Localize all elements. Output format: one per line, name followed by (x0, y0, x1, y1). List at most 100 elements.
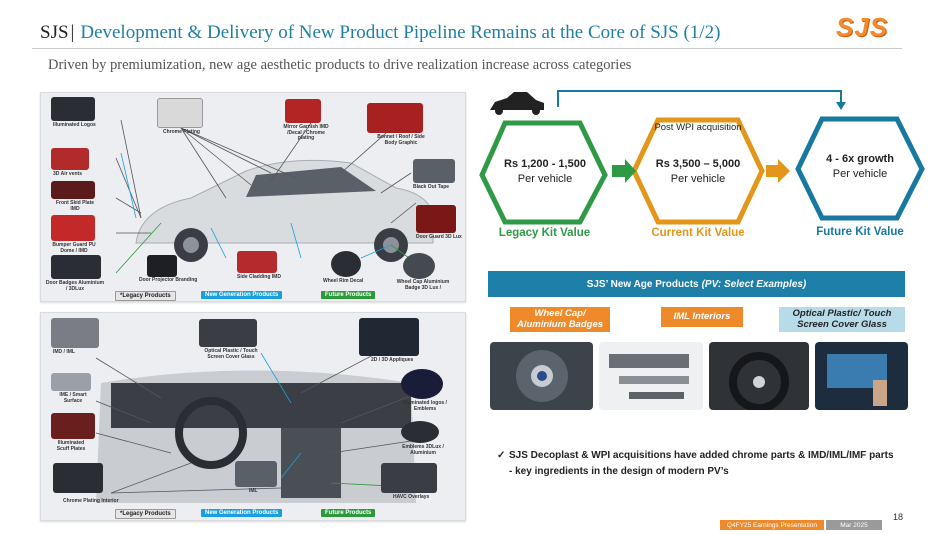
car-icon (490, 92, 544, 115)
legend-new-generation: New Generation Products (201, 291, 283, 299)
slide-subtitle: Driven by premiumization, new age aesthe… (48, 57, 632, 73)
future-kit-label: Future Kit Value (816, 226, 904, 238)
skid-plate-thumb (51, 181, 95, 199)
wheel-cap-thumb (403, 253, 435, 279)
illuminated-emblem-thumb (401, 369, 443, 399)
slide-title: SJS|Development & Delivery of New Produc… (40, 22, 720, 44)
legacy-kit-value: Rs 1,200 - 1,500 (504, 158, 586, 170)
title-brand: SJS (40, 22, 69, 43)
callout-touchscreen: Optical Plastic / Touch Screen Cover Gla… (204, 348, 258, 360)
page-number: 18 (893, 512, 904, 522)
check-icon: ✓ (497, 450, 506, 461)
callout-air-vents: 3D Air vents (53, 171, 82, 177)
wheel-cap-image (516, 350, 568, 402)
callout-illuminated-logos: Illuminated Logos (53, 122, 96, 128)
legacy-kit-text: Rs 1,200 - 1,500 Per vehicle (490, 157, 600, 187)
callout-appliques: 2D / 3D Appliques (371, 357, 414, 363)
door-guard-thumb (416, 205, 456, 233)
current-kit-value: Rs 3,500 – 5,000 (655, 158, 741, 170)
category-optical-plastic: Optical Plastic/ Touch Screen Cover Glas… (779, 307, 905, 332)
callout-havc: HAVC Overlays (393, 494, 430, 500)
callout-iml: IML (249, 488, 258, 494)
bullet-text: SJS Decoplast & WPI acquisitions have ad… (509, 450, 894, 477)
category-wheel-cap: Wheel Cap/ Aluminium Badges (510, 307, 610, 332)
new-age-header-text: SJS’ New Age Products (586, 278, 699, 290)
exterior-products-panel: Illuminated Logos 3D Air vents Front Ski… (40, 92, 466, 302)
side-cladding-thumb (237, 251, 277, 273)
future-kit-text: 4 - 6x growth Per vehicle (806, 152, 914, 182)
callout-ime: IME / Smart Surface (59, 392, 87, 404)
emblem-thumb (401, 421, 439, 443)
air-vent-thumb (51, 148, 89, 170)
legend-future: Future Products (321, 291, 376, 299)
footer-date: Mar 2025 (826, 520, 882, 530)
bonnet-graphic-thumb (367, 103, 423, 133)
new-age-products-header: SJS’ New Age Products(PV: Select Example… (488, 271, 905, 297)
projector-thumb (147, 255, 177, 277)
callout-scuff-plates: Illuminated Scuff Plates (56, 440, 86, 452)
category-iml-interiors: IML Interiors (661, 307, 743, 327)
callout-black-out-tape: Black Out Tape (413, 184, 450, 190)
callout-skid-plate: Front Skid Plate IMD (55, 200, 95, 212)
callout-bumper-guard: Bumper Guard PU Dome / IMD (52, 242, 96, 254)
arrow-current-to-future (766, 159, 790, 183)
current-kit-label: Current Kit Value (651, 227, 745, 239)
callout-emblems: Emblems 3DLux / Aluminium (402, 444, 444, 456)
acquisition-bullet: ✓ SJS Decoplast & WPI acquisitions have … (497, 448, 897, 480)
steering-image (729, 352, 789, 410)
legacy-kit-unit: Per vehicle (517, 172, 573, 185)
callout-wheel-cap: Wheel Cap Aluminium Badge 3D Lux / (396, 279, 450, 291)
touchscreen-photo (815, 342, 908, 410)
future-kit-unit: Per vehicle (832, 167, 888, 180)
new-age-header-note: (PV: Select Examples) (701, 278, 807, 290)
touchscreen-thumb (199, 319, 257, 347)
title-text: Development & Delivery of New Product Pi… (80, 22, 721, 43)
callout-imd-iml: IMD / IML (53, 349, 75, 355)
callout-door-guard: Door Guard 3D Lux (416, 234, 462, 240)
arrow-legacy-to-current (612, 159, 636, 183)
current-kit-unit: Per vehicle (670, 172, 726, 185)
callout-chrome-plating: Chrome Plating (163, 129, 200, 135)
footer-presentation: Q4FY25 Earnings Presentation (720, 520, 824, 530)
future-kit-value: 4 - 6x growth (826, 153, 894, 165)
scuff-plate-thumb (51, 413, 95, 439)
touchscreen-image (827, 354, 887, 406)
havc-thumb (381, 463, 437, 493)
callout-chrome-interior: Chrome Plating Interior (63, 498, 119, 504)
sjs-logo: SJS (836, 12, 889, 42)
illuminated-logo-thumb (51, 97, 95, 121)
current-kit-text: Rs 3,500 – 5,000 Per vehicle (640, 157, 756, 187)
legend-legacy-interior: *Legacy Products (115, 509, 176, 519)
exterior-car-illustration (115, 119, 434, 274)
title-divider (32, 48, 902, 49)
legacy-kit-label: Legacy Kit Value (498, 227, 591, 239)
bumper-guard-thumb (51, 215, 95, 241)
ime-thumb (51, 373, 91, 391)
iml-interior-image (609, 354, 689, 399)
legend-legacy: *Legacy Products (115, 291, 176, 301)
mirror-garnish-thumb (285, 99, 321, 123)
imd-iml-thumb (51, 318, 99, 348)
callout-wheel-rim: Wheel Rim Decal (323, 278, 364, 284)
callout-side-cladding: Side Cladding IMD (237, 274, 281, 280)
iml-interior-photo (599, 342, 703, 410)
appliques-thumb (359, 318, 419, 356)
callout-illuminated-emblems: Illuminated logos / Emblems (403, 400, 447, 412)
callout-bonnet-graphic: Bonnet / Roof / Side Body Graphic (377, 134, 425, 146)
callout-projector: Door Projector Branding (139, 277, 198, 283)
wheel-rim-thumb (331, 251, 361, 277)
callout-mirror-garnish: Mirror Garnish IMD /Decal / Chrome plati… (283, 124, 329, 141)
interior-products-panel: IMD / IML IME / Smart Surface Illuminate… (40, 312, 466, 521)
chrome-interior-thumb (53, 463, 103, 493)
legend-future-interior: Future Products (321, 509, 376, 517)
title-separator: | (70, 22, 75, 43)
current-kit-pre: Post WPI acquisition (654, 122, 742, 133)
steering-photo (709, 342, 809, 410)
wheel-cap-photo (490, 342, 593, 410)
callout-door-badges: Door Badges Aluminium / 3DLux (45, 280, 105, 292)
black-out-tape-thumb (413, 159, 455, 183)
interior-dashboard-illustration (95, 334, 432, 503)
door-badge-thumb (51, 255, 101, 279)
iml-thumb (235, 461, 277, 487)
chrome-plating-thumb (157, 98, 203, 128)
